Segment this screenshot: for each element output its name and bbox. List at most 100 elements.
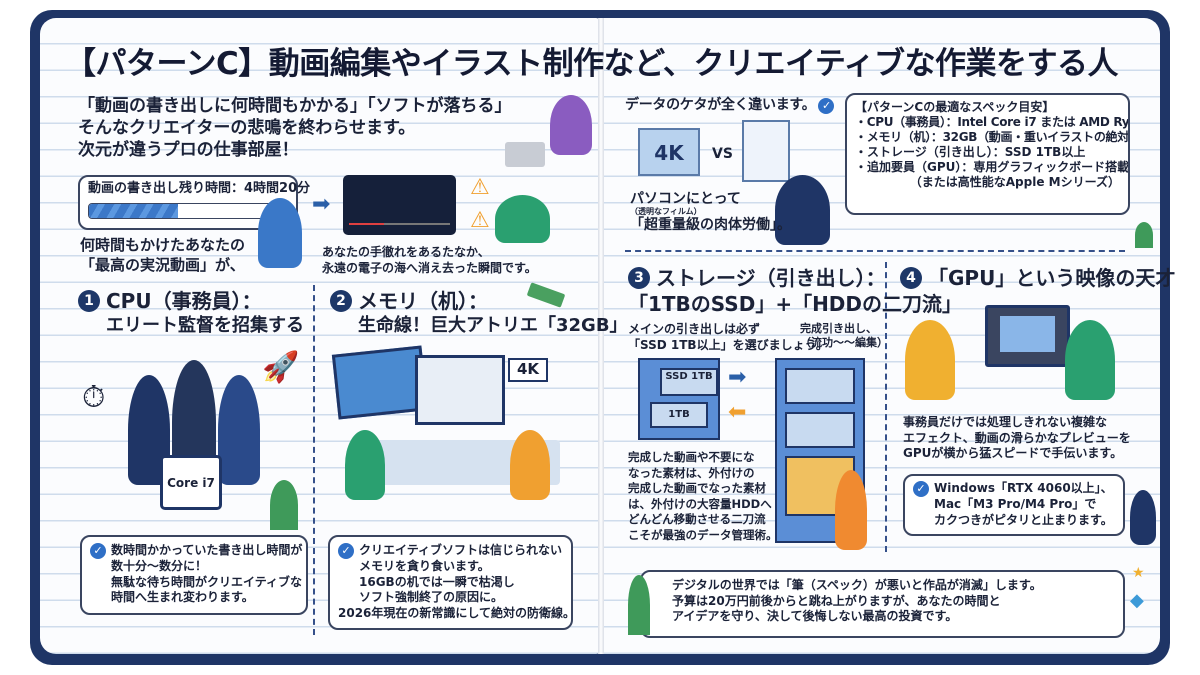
happy-person: [1130, 490, 1156, 545]
bubble-line: カクつきがピタリと止まります。: [934, 512, 1113, 527]
plant-icon: [1135, 222, 1153, 248]
monitor-illustration: [985, 305, 1070, 367]
spec-item: ・CPU（事務員）：Intel Core i7 または AMD Ryzen 7: [855, 115, 1130, 129]
ssd-drawer-label[interactable]: SSD 1TB: [660, 368, 718, 396]
spec-title: 【パターンCの最適なスペック目安】: [855, 100, 1055, 114]
arrow-right-icon: ➡: [312, 192, 331, 217]
document-icon: [742, 120, 790, 182]
section-number: 1: [78, 290, 100, 312]
closing-message-box: デジタルの世界では「筆（スペック）が悪いと作品が消滅」します。 予算は20万円前…: [640, 570, 1125, 638]
section-gpu-header: 4 「GPU」という映像の天才: [900, 265, 1175, 291]
caption-video: あなたの手徹れをあるたなか、 永遠の電子の海へ消え去った瞬間です。: [322, 245, 537, 276]
check-icon: ✓: [90, 543, 106, 559]
drawer-label[interactable]: 1TB: [650, 402, 708, 428]
bubble-line: 無駄な待ち時間がクリエイティブな: [111, 574, 303, 589]
intro-line: 次元が違うプロの仕事部屋！: [78, 140, 299, 161]
monitor-screen: [1000, 316, 1055, 352]
filing-person: [835, 470, 867, 550]
body-line: GPUが横から猛スピードで手伝います。: [903, 446, 1123, 461]
bubble-line: ソフト強制終了の原因に。: [359, 590, 504, 605]
caption-line: 「超重量級の肉体労働」。: [630, 217, 791, 234]
closing-line: 予算は20万円前後からと跳ね上がりますが、あなたの時間と: [672, 593, 1001, 608]
section-subtitle: 「1TBのSSD」+「HDDの二刀流」: [628, 292, 963, 316]
body-line: こそが最強のデータ管理術。: [628, 527, 778, 542]
creator-person: [510, 430, 550, 500]
bubble-line: メモリを貪り食います。: [359, 559, 490, 573]
image-frame-illustration: [331, 345, 429, 420]
stopwatch-icon: ⏱: [82, 380, 106, 415]
arrow-right-icon: ➡: [728, 365, 747, 390]
section-memory-header: 2 メモリ（机）： 生命線！巨大アトリエ「32GB」: [330, 288, 628, 337]
laptop-icon: [505, 142, 545, 167]
check-icon: ✓: [338, 543, 354, 559]
closing-line: デジタルの世界では「筆（スペック）が悪いと作品が消滅」します。: [672, 578, 1042, 592]
bubble-line: 2026年現在の新常識にして絶対の防衛線。: [338, 605, 576, 620]
section-title: ストレージ（引き出し）：: [656, 266, 886, 290]
progress-fill: [89, 203, 179, 218]
arrow-back-icon: ⬅: [728, 400, 747, 425]
diamond-icon: ◆: [1130, 590, 1144, 611]
plant-icon: [270, 480, 298, 530]
bubble-line: Windows「RTX 4060以上」、: [934, 481, 1113, 495]
storage-note-left: メインの引き出しは必ず 「SSD 1TB以上」を選びましょう。: [628, 322, 828, 353]
section-number: 2: [330, 290, 352, 312]
vs-label: VS: [712, 146, 733, 162]
creator-person: [345, 430, 385, 500]
drawer[interactable]: [785, 368, 855, 404]
check-icon: ✓: [818, 98, 835, 114]
artist-person: [1065, 320, 1115, 400]
spec-summary-box: 【パターンCの最適なスペック目安】 ・CPU（事務員）：Intel Core i…: [845, 93, 1130, 215]
caption-line: 「最高の実況動画」が、: [80, 255, 245, 274]
body-line: 完成した動画でなった素材: [628, 481, 766, 496]
bubble-line: 時間へ生まれ変わります。: [111, 590, 254, 605]
section-number: 3: [628, 267, 650, 289]
closing-line: アイデアを守り、決して後悔しない最高の投資です。: [672, 609, 958, 624]
intro-line: そんなクリエイターの悲鳴を終わらせます。: [78, 118, 416, 139]
caption-line: あなたの手徹れをあるたなか、: [322, 245, 490, 259]
body-line: 完成した動画や不要にな: [628, 450, 755, 464]
heading-text: データのケタが全く違います。: [625, 97, 816, 113]
plant-icon: [628, 575, 650, 635]
4k-film-stack: 4K: [638, 128, 700, 176]
section-divider: [313, 285, 315, 635]
note-line: （流功〜〜編集）: [800, 336, 888, 350]
section-title: CPU（事務員）：: [106, 289, 262, 313]
4k-badge: 4K: [508, 358, 548, 382]
warning-icon: ⚠: [470, 175, 490, 200]
note-line: 「SSD 1TB以上」を選びましょう。: [628, 337, 828, 352]
section-subtitle: 生命線！巨大アトリエ「32GB」: [358, 315, 628, 336]
intro-text: 「動画の書き出しに何時間もかかる」「ソフトが落ちる」 そんなクリエイターの悲鳴を…: [78, 95, 512, 161]
executive-illustration: [218, 375, 260, 485]
check-icon: ✓: [913, 481, 929, 497]
warning-icon: ⚠: [470, 208, 490, 233]
crashed-video-thumbnail: [343, 175, 456, 235]
bubble-line: クリエイティブソフトは信じられない: [359, 543, 563, 557]
cpu-chip: Core i7: [160, 455, 222, 510]
cpu-benefit-bubble: ✓数時間かかっていた書き出し時間が 数十分〜数分に！ 無駄な待ち時間がクリエイテ…: [80, 535, 308, 615]
bubble-line: 16GBの机では一瞬で枯渇し: [359, 574, 515, 589]
storage-body: 完成した動画や不要にな なった素材は、外付けの 完成した動画でなった素材 は、外…: [628, 450, 778, 543]
spec-item: ・メモリ（机）：32GB（動画・重いイラストの絶対条件）: [855, 130, 1129, 144]
section-title: メモリ（机）：: [358, 289, 488, 313]
progress-label: 動画の書き出し残り時間：4時間20分: [88, 181, 311, 196]
section-title: 「GPU」という映像の天才: [928, 266, 1176, 290]
body-line: は、外付けの大容量HDDへ: [628, 496, 772, 511]
caption-note: （透明なフィルム）: [630, 207, 702, 217]
memory-benefit-bubble: ✓ クリエイティブソフトは信じられない メモリを貪り食います。 16GBの机では一…: [328, 535, 576, 630]
section-number: 4: [900, 267, 922, 289]
spec-note: （または高性能なApple Mシリーズ）: [909, 175, 1120, 189]
ssd-cabinet: SSD 1TB 1TB: [638, 358, 720, 440]
section-storage-header: 3 ストレージ（引き出し）： 「1TBのSSD」+「HDDの二刀流」: [628, 265, 962, 317]
drawer[interactable]: [785, 412, 855, 448]
section-divider: [625, 250, 1125, 252]
image-frame-illustration: [415, 355, 505, 425]
page-title: 【パターンC】動画編集やイラスト制作など、クリエイティブな作業をする人: [65, 46, 1119, 82]
book-spine: [598, 18, 604, 654]
gpu-benefit-bubble: ✓Windows「RTX 4060以上」、 Mac「M3 Pro/M4 Pro」…: [903, 474, 1125, 536]
section-subtitle: エリート監督を招集する: [106, 315, 304, 336]
crying-person: [495, 195, 550, 243]
bubble-line: 数十分〜数分に！: [111, 559, 208, 573]
data-compare-caption: パソコンにとって （透明なフィルム） 「超重量級の肉体労働」。: [630, 190, 791, 234]
body-line: エフェクト、動画の滑らかなプレビューを: [903, 430, 1131, 445]
note-line: 完成引き出し、: [800, 322, 877, 335]
